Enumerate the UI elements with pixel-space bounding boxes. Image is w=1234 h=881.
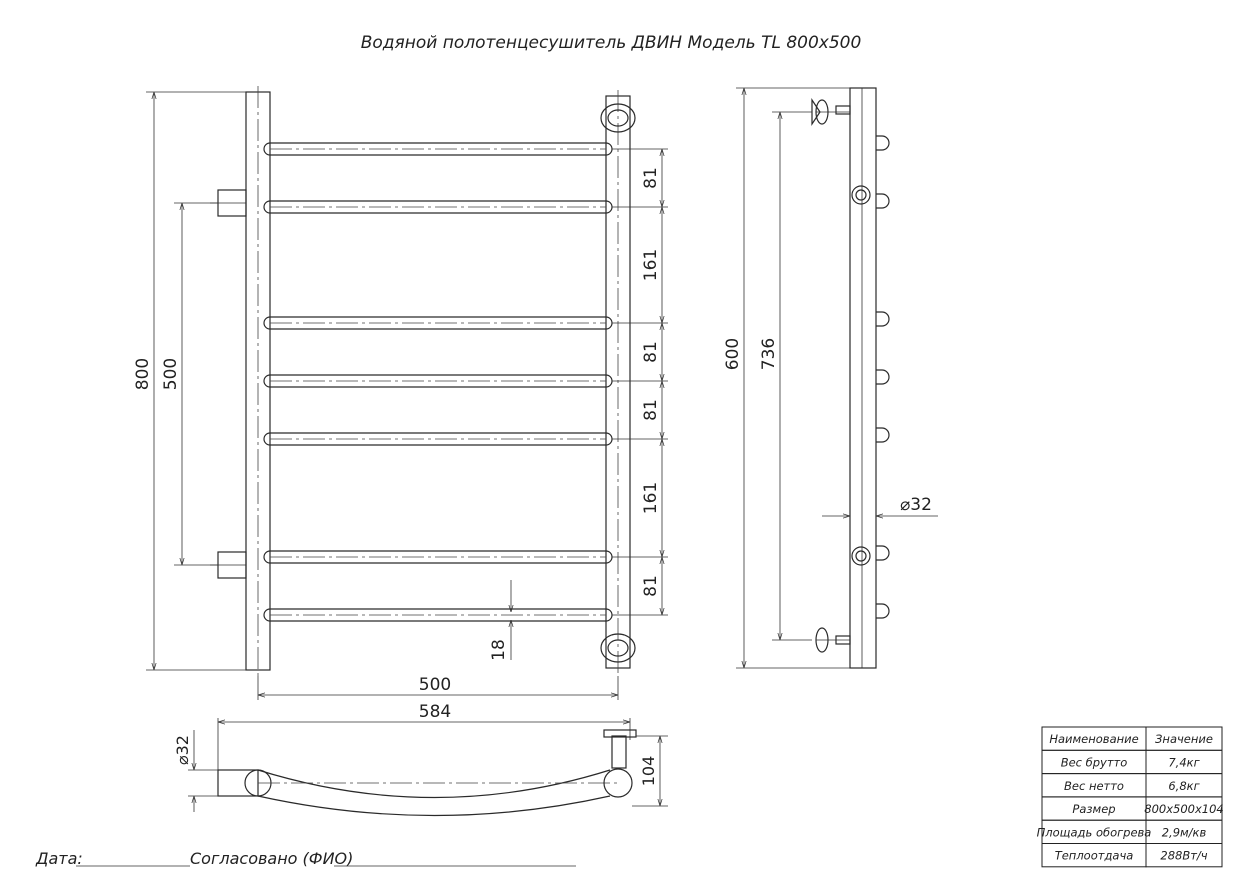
dim-height-total: 800 xyxy=(133,358,153,390)
rail-stub-7 xyxy=(876,603,890,619)
side-inlet-bottom xyxy=(851,546,871,566)
dim-rail-gap: 18 xyxy=(489,639,509,661)
top-dim-diameter: ⌀32 xyxy=(173,735,192,765)
front-view: 800 500 81 161 81 81 161 81 18 500 584 xyxy=(133,86,668,770)
wall-mount-bottom xyxy=(600,633,636,663)
drawing-title: Водяной полотенцесушитель ДВИН Модель TL… xyxy=(361,33,862,53)
dim-width-total: 584 xyxy=(419,702,451,722)
rail-stub-2 xyxy=(876,193,890,209)
wall-mount-top xyxy=(600,103,636,133)
rail-stubs xyxy=(876,135,890,619)
spec-cell: 288Вт/ч xyxy=(1160,849,1207,863)
rail-stub-6 xyxy=(876,545,890,561)
dim-gap-2: 161 xyxy=(641,249,661,281)
side-inlet-top xyxy=(851,185,871,205)
spec-cell: 2,9м/кв xyxy=(1162,825,1207,839)
spec-cell: Вес брутто xyxy=(1061,755,1128,769)
side-dim-height: 600 xyxy=(723,338,743,370)
side-dim-mount: 736 xyxy=(759,338,779,370)
dim-gap-3: 81 xyxy=(641,341,661,363)
dim-gap-5: 161 xyxy=(641,482,661,514)
gap-dimensions: 81 161 81 81 161 81 xyxy=(612,148,668,616)
dim-gap-6: 81 xyxy=(641,575,661,597)
rail-stub-5 xyxy=(876,427,890,443)
spec-cell: 7,4кг xyxy=(1168,755,1200,769)
spec-cell: 6,8кг xyxy=(1168,779,1200,793)
spec-cell: Теплоотдача xyxy=(1055,849,1134,863)
side-bracket-bottom xyxy=(815,627,851,653)
date-label: Дата: xyxy=(35,849,83,868)
dim-width-axis: 500 xyxy=(419,675,451,695)
spec-cell: Размер xyxy=(1072,802,1115,816)
approved-label: Согласовано (ФИО) xyxy=(190,849,353,868)
spec-header-cell: Значение xyxy=(1155,732,1213,746)
spec-cell: 800x500x104 xyxy=(1144,802,1223,816)
spec-cell: Вес нетто xyxy=(1064,779,1124,793)
side-view: 600 736 ⌀32 xyxy=(723,87,938,669)
spec-cell: Площадь обогрева xyxy=(1037,825,1152,839)
rails xyxy=(263,142,613,622)
top-dim-depth: 104 xyxy=(639,756,658,787)
side-dim-diameter: ⌀32 xyxy=(900,495,932,515)
dim-gap-4: 81 xyxy=(641,399,661,421)
rail-stub-4 xyxy=(876,369,890,385)
spec-header-cell: Наименование xyxy=(1049,732,1138,746)
footer-signatures: Дата: Согласовано (ФИО) xyxy=(35,849,576,868)
top-view: ⌀32 104 xyxy=(173,729,668,817)
rail-stub-1 xyxy=(876,135,890,151)
dim-gap-1: 81 xyxy=(641,167,661,189)
rail-stub-3 xyxy=(876,311,890,327)
side-bracket-top xyxy=(811,98,851,126)
dim-connection-distance: 500 xyxy=(161,358,181,390)
